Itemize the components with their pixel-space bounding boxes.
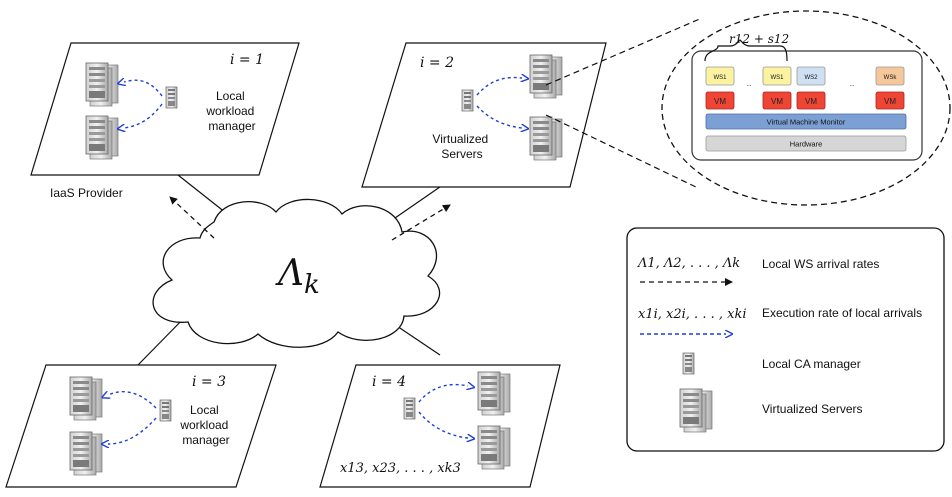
zoom-formula: r12 + s12	[729, 32, 789, 46]
region-2-index: i = 2	[420, 55, 454, 71]
region-1-caption-line-1: Local	[216, 89, 245, 103]
region-1-caption-line-3: manager	[208, 119, 255, 133]
manager-icon	[461, 89, 474, 112]
svg-text:Local workload man: Local workload manager	[205, 89, 257, 133]
svg-text:Virtualized Servers: Virtualized Servers	[432, 132, 491, 161]
region-3: i = 3 Local workload manager	[5, 364, 277, 488]
server-icon	[529, 116, 563, 161]
server-icon	[69, 376, 103, 421]
region-3-caption-line-2: workload	[179, 418, 228, 432]
server-icon	[69, 431, 103, 476]
legend: Λ1, Λ2, . . . , Λk Local WS arrival rate…	[626, 227, 945, 452]
legend-text-4: Virtualized Servers	[762, 402, 863, 416]
legend-symbol-1: Λ1, Λ2, . . . , Λk	[637, 256, 740, 271]
server-icon	[85, 115, 119, 160]
local-ca-manager-icon	[682, 352, 695, 375]
region-1: i = 1 Local workload manager	[30, 42, 300, 176]
vm-box-1: VM	[714, 97, 726, 106]
server-icon	[529, 54, 563, 99]
ws-box-1: WS1	[713, 75, 727, 81]
legend-symbol-2: x1i, x2i, . . . , xki	[638, 307, 746, 322]
region-3-caption-line-3: manager	[182, 433, 229, 447]
region-2: i = 2 Virtualized Servers	[361, 42, 607, 188]
server-icon	[477, 425, 511, 470]
zoom-callout: r12 + s12 WS1 ... WS1 WS2 ... WSk VM VM …	[545, 10, 951, 206]
svg-text:Local workload man: Local workload manager	[179, 403, 231, 447]
vm-box-4: VM	[884, 97, 896, 106]
manager-icon	[403, 397, 416, 420]
legend-text-2: Execution rate of local arrivals	[762, 306, 922, 320]
legend-text-3: Local CA manager	[762, 357, 861, 371]
server-icon	[85, 62, 119, 107]
ws-ellipsis-1: ...	[746, 82, 751, 88]
ws-box-3: WS2	[804, 75, 818, 81]
region-2-caption-line-1: Virtualized	[432, 132, 488, 146]
region-2-caption-line-2: Servers	[441, 147, 482, 161]
manager-icon	[159, 399, 172, 422]
cloud: Λk	[152, 196, 451, 348]
region-4-index: i = 4	[372, 374, 406, 390]
server-icon	[477, 371, 511, 416]
vm-box-2: VM	[771, 97, 783, 106]
region-3-panel	[5, 364, 277, 488]
virtualized-servers-icon	[679, 388, 713, 433]
ws-box-2: WS1	[770, 75, 784, 81]
region-4-formula: x13, x23, . . . , xk3	[340, 461, 461, 476]
vm-box-3: VM	[805, 97, 817, 106]
ws-ellipsis-2: ...	[849, 82, 854, 88]
region-4: i = 4 x13, x23, . . . , xk3	[319, 364, 561, 488]
provider-label: IaaS Provider	[50, 186, 123, 200]
ws-box-4: WSk	[884, 75, 898, 81]
hardware-layer: Hardware	[790, 140, 823, 149]
region-3-caption-line-1: Local	[190, 403, 219, 417]
vmm-layer: Virtual Machine Monitor	[767, 118, 846, 127]
region-1-index: i = 1	[230, 52, 264, 68]
region-3-index: i = 3	[192, 374, 226, 390]
legend-text-1: Local WS arrival rates	[762, 257, 879, 271]
region-1-caption-line-2: workload	[205, 104, 254, 118]
manager-icon	[165, 86, 178, 109]
region-2-panel	[361, 42, 607, 188]
